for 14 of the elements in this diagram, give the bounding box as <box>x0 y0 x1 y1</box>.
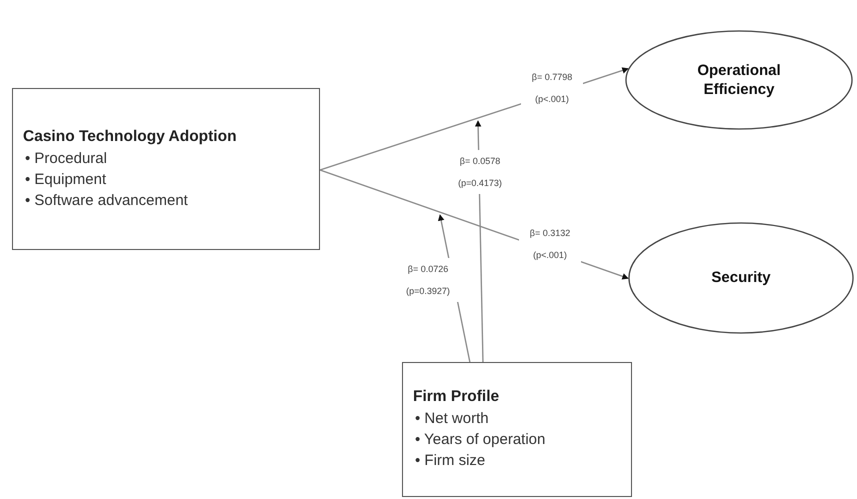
list-item: • Procedural <box>25 148 107 168</box>
ellipse-node <box>625 30 853 130</box>
construct-name: Operational Efficiency <box>696 60 782 100</box>
construct-box <box>402 362 632 497</box>
list-item: • Software advancement <box>25 190 188 210</box>
list-item: • Equipment <box>25 170 106 190</box>
list-item: • Years of operation <box>415 430 546 450</box>
construct-name: Security <box>710 268 772 288</box>
construct-box <box>12 88 320 250</box>
construct-heading: Casino Technology Adoption <box>23 128 237 146</box>
construct-heading: Firm Profile <box>413 388 500 406</box>
ellipse-node <box>628 222 854 334</box>
list-item: • Net worth <box>415 409 489 429</box>
list-item: • Firm size <box>415 451 486 471</box>
